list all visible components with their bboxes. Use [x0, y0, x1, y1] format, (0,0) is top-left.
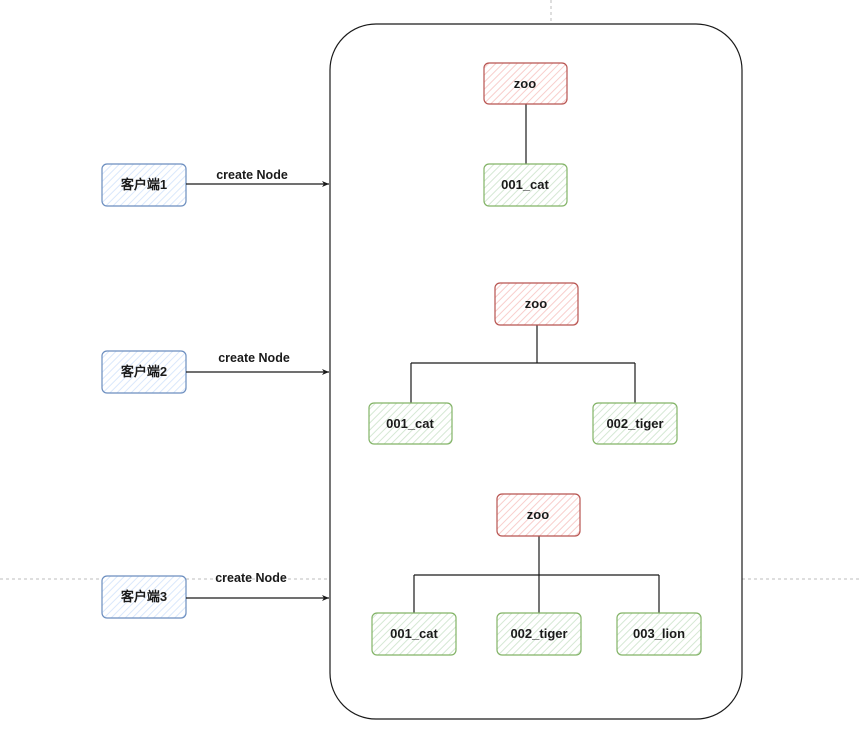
tree-1-root-label: zoo	[514, 76, 536, 91]
tree-1-child-node-1[interactable]: 001_cat	[483, 163, 568, 207]
tree-3-connector	[413, 536, 660, 613]
tree-3-child-node-3[interactable]: 003_lion	[616, 612, 702, 656]
tree-1-root-node[interactable]: zoo	[483, 62, 568, 105]
client-node-1[interactable]: 客户端1	[101, 163, 187, 207]
edge-label-3: create Node	[215, 571, 287, 585]
client-label-2: 客户端2	[121, 364, 167, 379]
client-node-3[interactable]: 客户端3	[101, 575, 187, 619]
client-label-3: 客户端3	[121, 589, 167, 604]
client-label-1: 客户端1	[121, 177, 167, 192]
tree-2-child-label-2: 002_tiger	[606, 416, 663, 431]
tree-2-child-node-1[interactable]: 001_cat	[368, 402, 453, 445]
tree-2-child-label-1: 001_cat	[386, 416, 434, 431]
edge-label-2: create Node	[218, 351, 290, 365]
tree-2-root-label: zoo	[525, 296, 547, 311]
tree-3-child-node-1[interactable]: 001_cat	[371, 612, 457, 656]
tree-3-root-label: zoo	[527, 507, 549, 522]
tree-3-child-label-1: 001_cat	[390, 626, 438, 641]
tree-3-child-node-2[interactable]: 002_tiger	[496, 612, 582, 656]
tree-3-child-label-2: 002_tiger	[510, 626, 567, 641]
tree-3-child-label-3: 003_lion	[633, 626, 685, 641]
tree-2-child-node-2[interactable]: 002_tiger	[592, 402, 678, 445]
tree-3-root-node[interactable]: zoo	[496, 493, 581, 537]
server-container[interactable]	[329, 23, 743, 720]
edge-label-1: create Node	[216, 168, 288, 182]
tree-2-root-node[interactable]: zoo	[494, 282, 579, 326]
client-node-2[interactable]: 客户端2	[101, 350, 187, 394]
tree-1-child-label-1: 001_cat	[501, 177, 549, 192]
tree-2-connector	[410, 325, 636, 403]
